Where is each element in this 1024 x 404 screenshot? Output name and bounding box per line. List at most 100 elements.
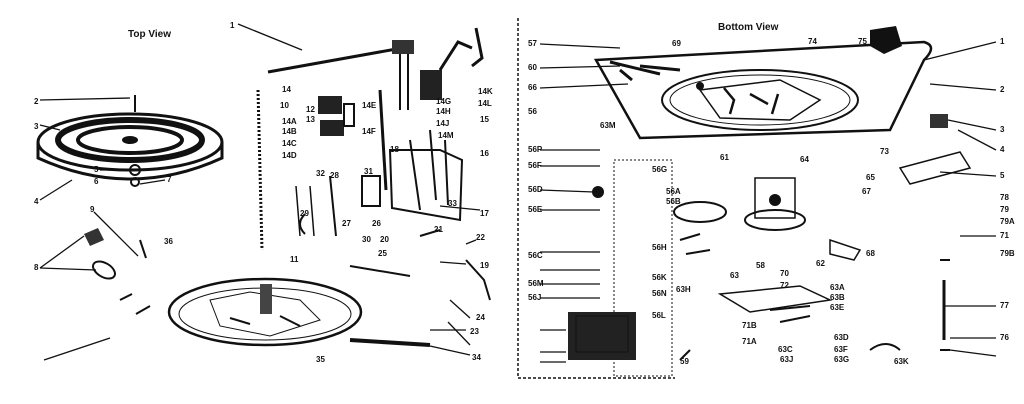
bottom-view-callout-56c: 56C xyxy=(528,251,543,260)
top-view-callout-14c: 14C xyxy=(282,139,297,148)
bottom-view-callout-78: 78 xyxy=(1000,193,1009,202)
top-view-callout-13: 13 xyxy=(306,115,315,124)
bottom-view-callout-60: 60 xyxy=(528,63,537,72)
bottom-view-callout-63f: 63F xyxy=(834,345,848,354)
top-view-callout-4: 4 xyxy=(34,197,39,206)
base-plate xyxy=(167,277,363,347)
top-view-callout-9: 9 xyxy=(90,205,95,214)
bottom-view-callout-59: 59 xyxy=(680,357,689,366)
bottom-view-callout-63m: 63M xyxy=(600,121,616,130)
bottom-view-callout-3: 3 xyxy=(1000,125,1005,134)
top-view-callout-30: 30 xyxy=(362,235,371,244)
chassis-underside xyxy=(593,40,933,140)
bottom-view-callout-2: 2 xyxy=(1000,85,1005,94)
spindle-parts xyxy=(129,95,141,187)
top-view-callout-24: 24 xyxy=(476,313,485,322)
bracket-and-levers xyxy=(679,151,972,361)
top-view-callout-25: 25 xyxy=(378,249,387,258)
top-view-callout-33: 33 xyxy=(448,199,457,208)
bottom-view-callout-63g: 63G xyxy=(834,355,849,364)
tone-arm-assembly xyxy=(267,27,484,110)
bottom-view-callout-63c: 63C xyxy=(778,345,793,354)
top-view-callout-36: 36 xyxy=(164,237,173,246)
top-view-callout-35: 35 xyxy=(316,355,325,364)
changer-mechanism-box xyxy=(568,159,727,377)
bottom-view-callout-63k: 63K xyxy=(894,357,909,366)
bottom-view-callout-56k: 56K xyxy=(652,273,667,282)
bottom-view-callout-79: 79 xyxy=(1000,205,1009,214)
bottom-view-callout-56a: 56A xyxy=(666,187,681,196)
bottom-view-callouts: 1 2 3 4 5 56 56A 56B 56C 56D 56E 56F 56G… xyxy=(528,37,1015,366)
bottom-view-callout-66: 66 xyxy=(528,83,537,92)
bottom-view-callout-56j: 56J xyxy=(528,293,541,302)
bottom-view-callout-58: 58 xyxy=(756,261,765,270)
misc-springs-levers xyxy=(119,89,491,347)
top-view-callout-6: 6 xyxy=(94,177,99,186)
top-view-callout-29: 29 xyxy=(300,209,309,218)
cartridge-parts xyxy=(318,96,355,136)
top-view-callout-1: 1 xyxy=(230,21,235,30)
top-view-callout-14d: 14D xyxy=(282,151,297,160)
bottom-view-callout-56b: 56B xyxy=(666,197,681,206)
bottom-view-callout-61: 61 xyxy=(720,153,729,162)
top-view-callout-27: 27 xyxy=(342,219,351,228)
bottom-view-callout-72: 72 xyxy=(780,281,789,290)
top-view-callout-19: 19 xyxy=(480,261,489,270)
top-view-callouts: 1 2 3 4 5 6 7 8 9 10 11 12 13 14 14A 14B… xyxy=(34,21,493,364)
bottom-view-callout-56f: 56F xyxy=(528,161,542,170)
bottom-view-title: Bottom View xyxy=(718,22,779,33)
bottom-view-callout-79b: 79B xyxy=(1000,249,1015,258)
bottom-view-callout-56d: 56D xyxy=(528,185,543,194)
bottom-view-callout-69: 69 xyxy=(672,39,681,48)
top-view-callout-14f: 14F xyxy=(362,127,376,136)
top-view-callout-16: 16 xyxy=(480,149,489,158)
top-view-callout-23: 23 xyxy=(470,327,479,336)
top-view-callout-12: 12 xyxy=(306,105,315,114)
bottom-view-callout-4: 4 xyxy=(1000,145,1005,154)
bottom-view-callout-63h: 63H xyxy=(676,285,691,294)
bottom-view-callout-63e: 63E xyxy=(830,303,845,312)
top-view-callout-22: 22 xyxy=(476,233,485,242)
top-view-callout-14e: 14E xyxy=(362,101,377,110)
bottom-view-callout-1: 1 xyxy=(1000,37,1005,46)
top-view-callout-31: 31 xyxy=(364,167,373,176)
top-view-callout-32: 32 xyxy=(316,169,325,178)
top-view-callout-14l: 14L xyxy=(478,99,492,108)
motor-assembly xyxy=(723,26,948,128)
top-view-callout-14m: 14M xyxy=(438,131,454,140)
top-view-callout-7: 7 xyxy=(167,175,172,184)
top-view-leaders xyxy=(39,23,481,361)
bottom-view-callout-56e: 56E xyxy=(528,205,543,214)
top-view-callout-14j: 14J xyxy=(436,119,449,128)
turntable-platter xyxy=(36,112,224,181)
top-view-callout-14g: 14G xyxy=(436,97,451,106)
top-view-callout-11: 11 xyxy=(290,255,299,264)
cam-gear-assembly xyxy=(744,177,862,261)
bottom-view-callout-56n: 56N xyxy=(652,289,667,298)
bottom-view-callout-63a: 63A xyxy=(830,283,845,292)
control-bracket xyxy=(361,89,464,222)
bottom-view-callout-70: 70 xyxy=(780,269,789,278)
top-view-callout-14: 14 xyxy=(282,85,291,94)
bottom-view-callout-73: 73 xyxy=(880,147,889,156)
bottom-view-callout-63b: 63B xyxy=(830,293,845,302)
top-view-callout-14h: 14H xyxy=(436,107,451,116)
bottom-view-callout-71b: 71B xyxy=(742,321,757,330)
bottom-view-callout-56: 56 xyxy=(528,107,537,116)
bottom-view-leaders xyxy=(539,41,997,363)
top-view-callout-17: 17 xyxy=(480,209,489,218)
bottom-view-callout-56h: 56H xyxy=(652,243,667,252)
top-view-callout-28: 28 xyxy=(330,171,339,180)
top-view-callout-15: 15 xyxy=(480,115,489,124)
top-view-callout-14a: 14A xyxy=(282,117,297,126)
bottom-view-callout-57: 57 xyxy=(528,39,537,48)
top-view-callout-14b: 14B xyxy=(282,127,297,136)
bottom-view-callout-71: 71 xyxy=(1000,231,1009,240)
top-view-callout-5: 5 xyxy=(94,165,99,174)
bottom-view-callout-75: 75 xyxy=(858,37,867,46)
bottom-view-callout-63: 63 xyxy=(730,271,739,280)
bottom-view-callout-79a: 79A xyxy=(1000,217,1015,226)
top-view-callout-8: 8 xyxy=(34,263,39,272)
top-view-callout-14k: 14K xyxy=(478,87,493,96)
